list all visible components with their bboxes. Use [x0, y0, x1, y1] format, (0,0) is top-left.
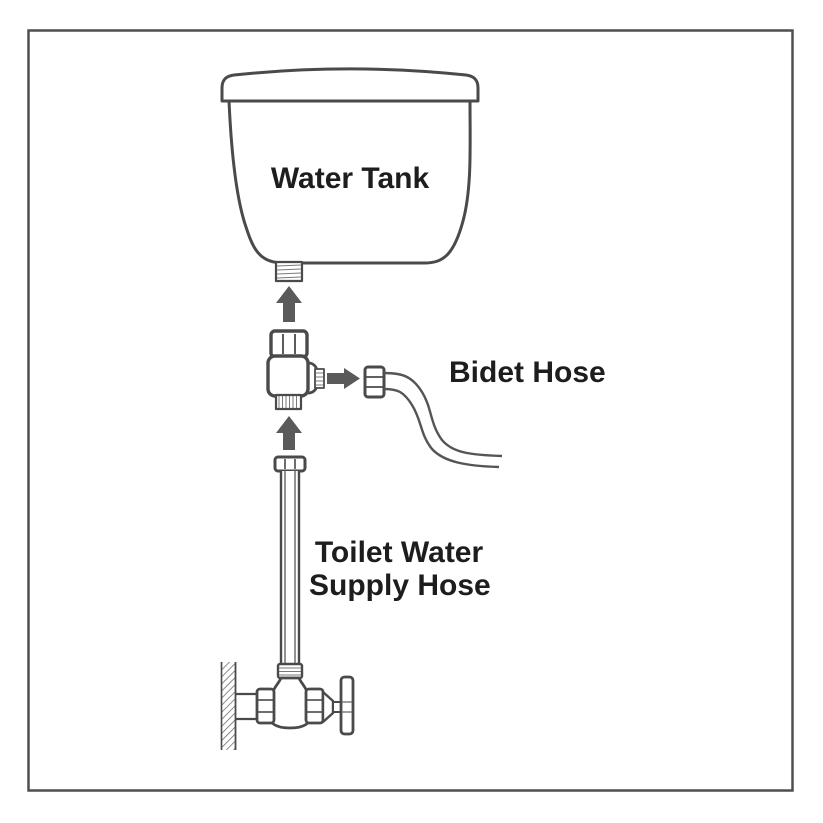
supply-hose-label: Toilet Water Supply Hose — [309, 536, 491, 602]
t-valve-adapter-drawing — [266, 329, 325, 411]
valve-right-nut — [304, 687, 325, 725]
bidet-hose-tube-top — [383, 371, 503, 458]
shutoff-valve-drawing — [220, 662, 355, 750]
arrow-up-icon — [276, 416, 302, 450]
bidet-hose-label: Bidet Hose — [449, 356, 606, 389]
t-valve-side-thread — [314, 368, 325, 389]
tank-outlet-thread — [274, 260, 304, 283]
arrow-right-icon — [327, 368, 360, 389]
t-valve-top-nut — [269, 329, 309, 359]
water-tank-drawing — [220, 67, 480, 283]
arrow-up-icon — [276, 286, 302, 322]
bidet-hose-nut — [363, 365, 386, 399]
t-valve-bottom-thread — [274, 393, 303, 411]
valve-handle — [339, 675, 355, 736]
water-tank-label: Water Tank — [270, 162, 430, 195]
t-valve-body — [266, 354, 310, 398]
valve-inlet-nut — [276, 662, 304, 680]
supply-hose-drawing — [273, 455, 307, 664]
supply-hose-label-line1: Toilet Water — [314, 536, 484, 569]
frame-border — [27, 29, 794, 792]
valve-left-nut — [255, 687, 276, 725]
bidet-hose-tube-bottom — [383, 387, 500, 469]
supply-hose-top-nut — [273, 455, 307, 473]
tank-lid — [220, 67, 480, 103]
supply-hose-tube — [279, 471, 301, 664]
tank-body — [227, 99, 472, 265]
wall-hatch — [220, 662, 237, 750]
bidet-hose-drawing — [363, 365, 503, 469]
supply-hose-label-line2: Supply Hose — [309, 569, 491, 602]
valve-stem-taper — [321, 690, 335, 724]
